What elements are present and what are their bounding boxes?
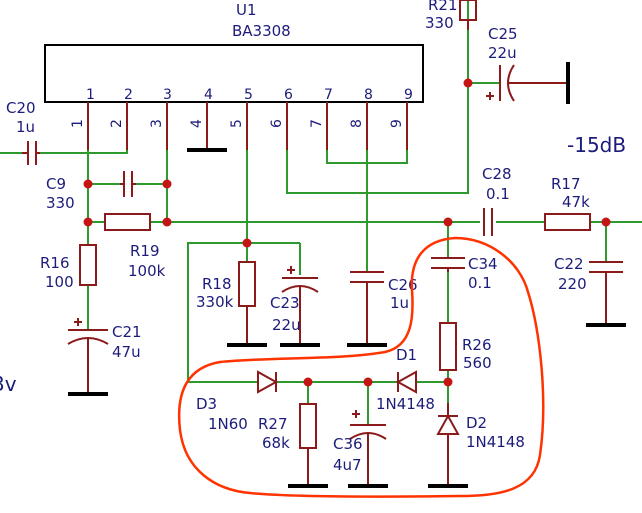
c9-value: 330: [46, 194, 75, 212]
ic-pin-stubs: [87, 102, 408, 150]
svg-text:4: 4: [189, 119, 205, 128]
c21-symbol: [67, 318, 109, 394]
c36-value: 4u7: [333, 456, 362, 474]
r21-value: 330: [425, 14, 454, 32]
c34-ref: C34: [468, 255, 498, 273]
ic-pin-label-7: 7: [324, 87, 333, 103]
svg-text:9: 9: [389, 119, 405, 128]
c20-value: 1u: [16, 118, 35, 136]
c26-value: 1u: [390, 294, 409, 312]
c26-symbol: [350, 271, 384, 345]
d1-symbol: [395, 370, 417, 394]
d2-symbol: [436, 403, 460, 486]
r27-value: 68k: [262, 434, 290, 452]
r19-symbol: [104, 213, 151, 231]
r17-symbol: [544, 213, 591, 231]
r17-ref: R17: [551, 175, 581, 193]
edge-annotation: 3v: [0, 372, 17, 396]
c28-value: 0.1: [486, 185, 510, 203]
c36-symbol: [349, 410, 387, 486]
c28-ref: C28: [482, 165, 512, 183]
ic-pin-label-6: 6: [284, 87, 293, 103]
r18-value: 330k: [196, 293, 234, 311]
d3-ref: D3: [196, 395, 217, 413]
c28-symbol: [483, 208, 493, 236]
r19-value: 100k: [128, 262, 166, 280]
ic-ref: U1: [236, 1, 257, 19]
highlight-loop: [177, 236, 545, 498]
svg-text:6: 6: [269, 119, 285, 128]
r27-symbol: [299, 403, 317, 449]
c34-symbol: [431, 257, 465, 272]
c20-ref: C20: [6, 99, 36, 117]
r16-symbol: [79, 244, 97, 286]
d3-value: 1N60: [208, 415, 248, 433]
r18-symbol: [238, 261, 256, 307]
r21-ref: R21: [428, 0, 458, 14]
r26-value: 560: [463, 354, 492, 372]
ic-pin-label-8: 8: [364, 87, 373, 103]
c26-ref: C26: [388, 276, 418, 294]
ic-u1-body: [44, 44, 424, 103]
ic-pin-label-9: 9: [404, 87, 413, 103]
r26-ref: R26: [462, 336, 492, 354]
ic-pin-label-5: 5: [244, 87, 253, 103]
c25-symbol: [486, 64, 568, 102]
c23-value: 22u: [272, 316, 301, 334]
d1-value: 1N4148: [376, 395, 435, 413]
c34-value: 0.1: [468, 274, 492, 292]
r16-ref: R16: [40, 254, 70, 272]
c20-symbol: [22, 141, 40, 165]
ic-pin-stub-labels: 1 2 3 4 5 6 7 8 9: [70, 119, 405, 128]
c25-ref: C25: [488, 25, 518, 43]
svg-text:5: 5: [229, 119, 245, 128]
svg-text:8: 8: [349, 119, 365, 128]
c23-ref: C23: [270, 294, 300, 312]
r17-value: 47k: [562, 193, 590, 211]
ic-pin-label-3: 3: [163, 87, 172, 103]
c21-value: 47u: [112, 343, 141, 361]
d2-value: 1N4148: [466, 433, 525, 451]
c23-symbol: [281, 266, 319, 345]
r26-symbol: [439, 322, 457, 371]
d2-ref: D2: [466, 414, 487, 432]
r18-ref: R18: [202, 275, 232, 293]
ic-value: BA3308: [232, 22, 291, 40]
c25-value: 22u: [488, 44, 517, 62]
svg-text:1: 1: [70, 119, 86, 128]
ic-pin-label-4: 4: [204, 87, 213, 103]
c22-symbol: [589, 261, 623, 325]
c22-value: 220: [558, 275, 587, 293]
c36-ref: C36: [333, 435, 363, 453]
d1-ref: D1: [396, 346, 417, 364]
ic-pin-label-1: 1: [86, 87, 95, 103]
c9-ref: C9: [46, 175, 66, 193]
junction-dots: [83, 78, 611, 387]
c21-ref: C21: [112, 323, 142, 341]
d3-symbol: [257, 370, 279, 394]
svg-text:3: 3: [149, 119, 165, 128]
ic-pin-label-2: 2: [124, 87, 133, 103]
wires: [0, 0, 642, 425]
c9-symbol: [120, 171, 136, 197]
c22-ref: C22: [554, 255, 584, 273]
r16-value: 100: [45, 273, 74, 291]
r27-ref: R27: [258, 415, 288, 433]
svg-text:7: 7: [309, 119, 325, 128]
r19-ref: R19: [130, 242, 160, 260]
svg-text:2: 2: [109, 119, 125, 128]
level-annotation: -15dB: [567, 133, 626, 157]
